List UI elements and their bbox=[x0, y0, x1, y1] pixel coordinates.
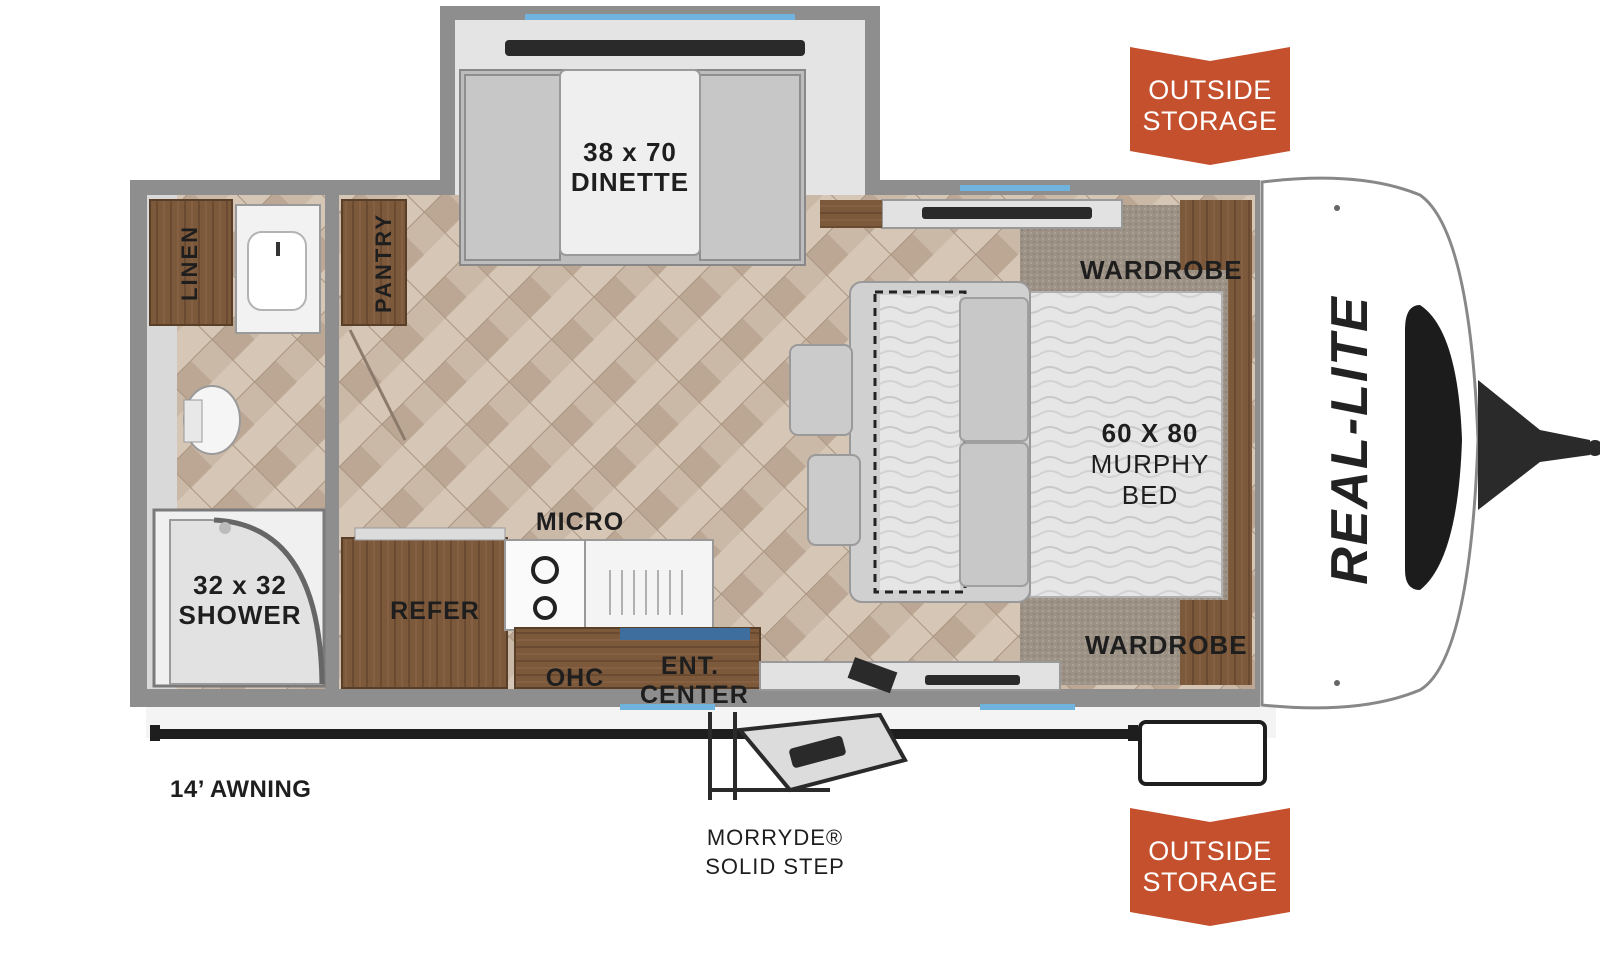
bed-name-1: MURPHY bbox=[1090, 449, 1210, 479]
storage-label-line2: STORAGE bbox=[1142, 867, 1278, 897]
shower-name: SHOWER bbox=[178, 600, 302, 630]
dinette-size: 38 x 70 bbox=[583, 137, 677, 167]
step-line1: MORRYDE® bbox=[706, 825, 844, 850]
pantry-label: PANTRY bbox=[371, 213, 396, 313]
bed-size: 60 X 80 bbox=[1101, 418, 1199, 448]
shower-label: 32 x 32 SHOWER bbox=[170, 570, 310, 630]
brand-logo: REAL-LITE bbox=[1321, 295, 1379, 585]
wardrobe-bottom-label: WARDROBE bbox=[1085, 630, 1248, 660]
wardrobe-top-label: WARDROBE bbox=[1080, 255, 1243, 285]
storage-label-line1: OUTSIDE bbox=[1148, 75, 1272, 105]
step-line2: SOLID STEP bbox=[705, 854, 845, 879]
dinette-label: 38 x 70 DINETTE bbox=[560, 137, 700, 197]
storage-label-line2: STORAGE bbox=[1142, 106, 1278, 136]
ent-center-line2: CENTER bbox=[640, 681, 749, 709]
storage-badge-shape bbox=[1130, 47, 1290, 165]
awning-label: 14’ AWNING bbox=[170, 776, 312, 803]
storage-badge-shape bbox=[1130, 808, 1290, 926]
outside-storage-top-badge: OUTSIDE STORAGE bbox=[1130, 47, 1290, 165]
ent-center-line1: ENT. bbox=[660, 652, 720, 680]
linen-label: LINEN bbox=[177, 225, 202, 301]
ohc-label: OHC bbox=[545, 664, 605, 692]
solid-step-label: MORRYDE® SOLID STEP bbox=[700, 823, 850, 881]
dinette-name: DINETTE bbox=[570, 167, 690, 197]
bed-name-2: BED bbox=[1121, 480, 1179, 510]
ent-center-label: ENT. CENTER bbox=[640, 652, 749, 710]
murphy-bed-label: 60 X 80 MURPHY BED bbox=[1080, 418, 1220, 511]
micro-label: MICRO bbox=[535, 508, 625, 536]
refer-label: REFER bbox=[390, 597, 480, 625]
storage-label-line1: OUTSIDE bbox=[1148, 836, 1272, 866]
shower-size: 32 x 32 bbox=[193, 570, 287, 600]
outside-storage-bottom-badge: OUTSIDE STORAGE bbox=[1130, 808, 1290, 926]
